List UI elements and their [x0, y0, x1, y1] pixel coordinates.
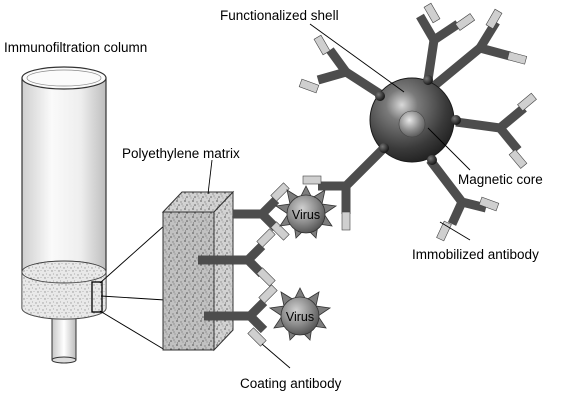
label-coating-antibody: Coating antibody — [240, 376, 342, 391]
coating-antibody-top — [233, 182, 290, 241]
particle-antibody-up — [416, 2, 476, 81]
label-functionalized-shell: Functionalized shell — [220, 8, 339, 23]
label-magnetic-core: Magnetic core — [458, 172, 543, 187]
zoom-lines — [99, 224, 166, 351]
virus-bottom-label: Virus — [286, 310, 314, 324]
label-immobilized-antibody: Immobilized antibody — [412, 247, 539, 262]
polyethylene-matrix-block — [161, 190, 235, 352]
particle-antibody-up-right — [431, 8, 528, 90]
magnetic-core-shape — [398, 110, 426, 138]
label-immunofiltration-column: Immunofiltration column — [4, 40, 147, 55]
coating-antibody-bottom — [204, 284, 278, 347]
magnetic-particle — [298, 2, 537, 242]
immobilized-antibody-link — [302, 144, 388, 231]
virus-top-label: Virus — [292, 208, 320, 222]
particle-antibody-up-left — [298, 34, 383, 98]
label-polyethylene-matrix: Polyethylene matrix — [122, 146, 240, 161]
immunofiltration-column — [21, 66, 107, 364]
particle-antibody-right — [455, 92, 537, 169]
particle-antibody-down — [426, 157, 500, 242]
virus-bottom: Virus — [268, 287, 332, 341]
leader-lines — [207, 23, 471, 369]
coating-antibody-middle — [198, 228, 276, 287]
virus-top: Virus — [274, 185, 338, 239]
